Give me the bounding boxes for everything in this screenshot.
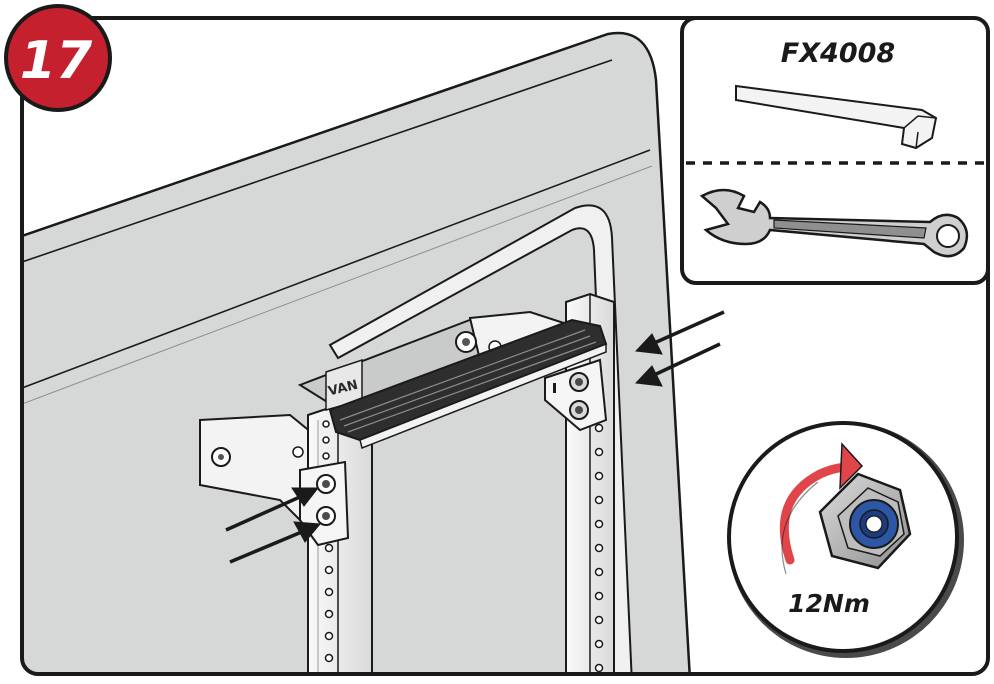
van-rear-panel — [22, 31, 692, 674]
step-frame — [20, 16, 990, 676]
nylock-nut-icon — [818, 472, 912, 570]
torque-callout: 12Nm — [727, 421, 964, 658]
torque-value: 12Nm — [788, 589, 870, 618]
tool-part-code: FX4008 — [781, 38, 895, 69]
pointer-arrows — [225, 310, 725, 564]
tools-panel: FX4008 — [680, 16, 990, 285]
wrench-icon — [699, 188, 969, 258]
step-number: 17 — [20, 31, 93, 91]
step-badge: 17 — [4, 4, 112, 112]
hex-key-icon — [735, 84, 938, 150]
rotation-arrow-head — [839, 442, 864, 490]
right-mount-plate — [544, 358, 608, 432]
ladder-crossbar — [328, 318, 608, 450]
brand-logo-text: VAN — [327, 378, 360, 400]
upright-holes — [322, 420, 604, 673]
outer-rail — [328, 204, 634, 674]
brand-logo-plate: VAN — [325, 358, 363, 411]
